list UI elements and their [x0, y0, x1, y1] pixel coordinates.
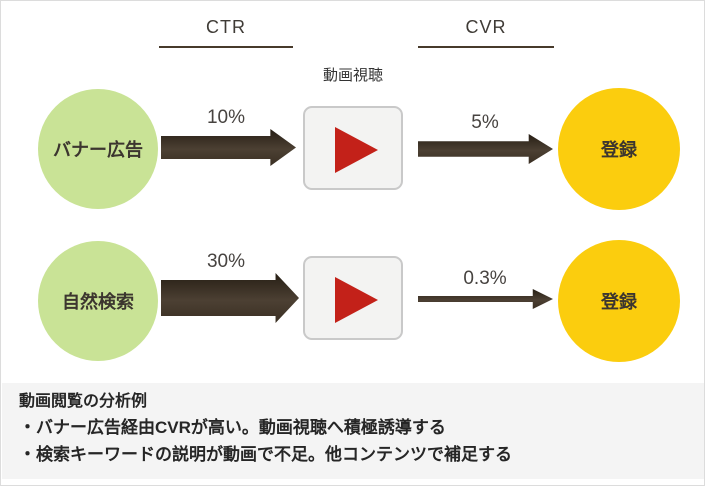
- result-circle-signup-row2: 登録: [558, 240, 680, 362]
- result-label: 登録: [601, 140, 637, 160]
- video-watch-label: 動画視聴: [322, 67, 383, 84]
- video-thumbnail-row1: [303, 106, 403, 190]
- note-bullet: ・検索キーワードの説明が動画で不足。他コンテンツで補足する: [19, 445, 512, 464]
- video-thumbnail-row2: [303, 256, 403, 340]
- cvr-header: CVR: [418, 17, 554, 38]
- cvr-underline: [418, 46, 554, 48]
- cvr-rate-row2: 0.3%: [463, 268, 507, 289]
- ctr-label: CTR: [206, 17, 246, 37]
- cvr-rate-row1: 5%: [471, 112, 499, 133]
- note-bullet: ・バナー広告経由CVRが高い。動画視聴へ積極誘導する: [19, 418, 446, 437]
- arrow-search-to-video: [161, 273, 299, 323]
- ctr-rate-row2: 30%: [206, 251, 246, 272]
- arrow-banner-to-video: [161, 129, 296, 166]
- result-circle-signup-row1: 登録: [558, 88, 680, 210]
- source-circle-organic-search: 自然検索: [38, 241, 158, 361]
- play-icon: [335, 127, 378, 173]
- source-label: バナー広告: [53, 140, 143, 160]
- cvr-label: CVR: [465, 17, 507, 37]
- analysis-notes-panel: 動画閲覧の分析例 ・バナー広告経由CVRが高い。動画視聴へ積極誘導する ・検索キ…: [2, 383, 704, 479]
- ctr-underline: [159, 46, 293, 48]
- result-label: 登録: [601, 292, 637, 312]
- arrow-video-to-signup-row2: [418, 289, 553, 309]
- arrow-video-to-signup-row1: [418, 134, 553, 164]
- notes-title: 動画閲覧の分析例: [19, 393, 148, 410]
- ctr-rate-row1: 10%: [206, 107, 246, 128]
- source-circle-banner-ads: バナー広告: [38, 89, 158, 209]
- play-icon: [335, 277, 378, 323]
- ctr-header: CTR: [159, 17, 293, 38]
- source-label: 自然検索: [62, 292, 134, 312]
